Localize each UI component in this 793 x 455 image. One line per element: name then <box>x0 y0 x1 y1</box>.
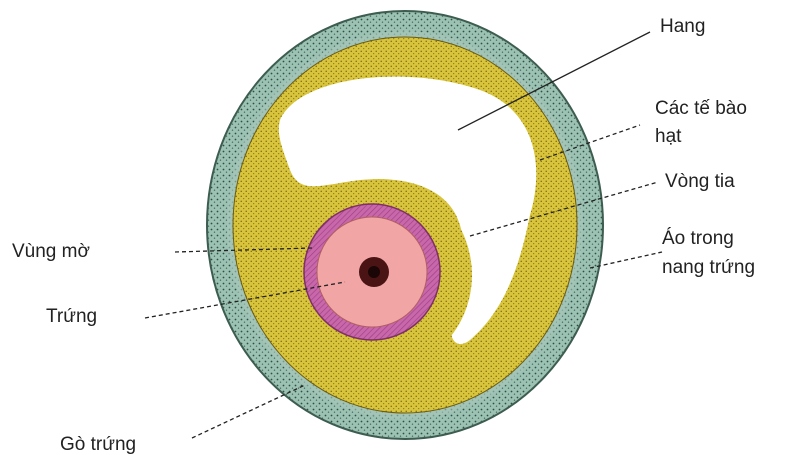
label-vung-mo: Vùng mờ <box>12 241 90 262</box>
label-hang: Hang <box>660 16 705 37</box>
egg-nucleolus <box>368 266 380 278</box>
label-ao-trong-line2: nang trứng <box>662 257 755 278</box>
label-go-trung: Gò trứng <box>60 434 136 455</box>
label-ao-trong-line1: Áo trong <box>662 228 734 249</box>
leader-go-trung <box>192 385 305 438</box>
label-vong-tia: Vòng tia <box>665 171 735 192</box>
label-cac-te-bao-hat-line1: Các tế bào <box>655 98 747 119</box>
label-cac-te-bao-hat-line2: hạt <box>655 126 682 147</box>
label-trung: Trứng <box>46 306 97 327</box>
